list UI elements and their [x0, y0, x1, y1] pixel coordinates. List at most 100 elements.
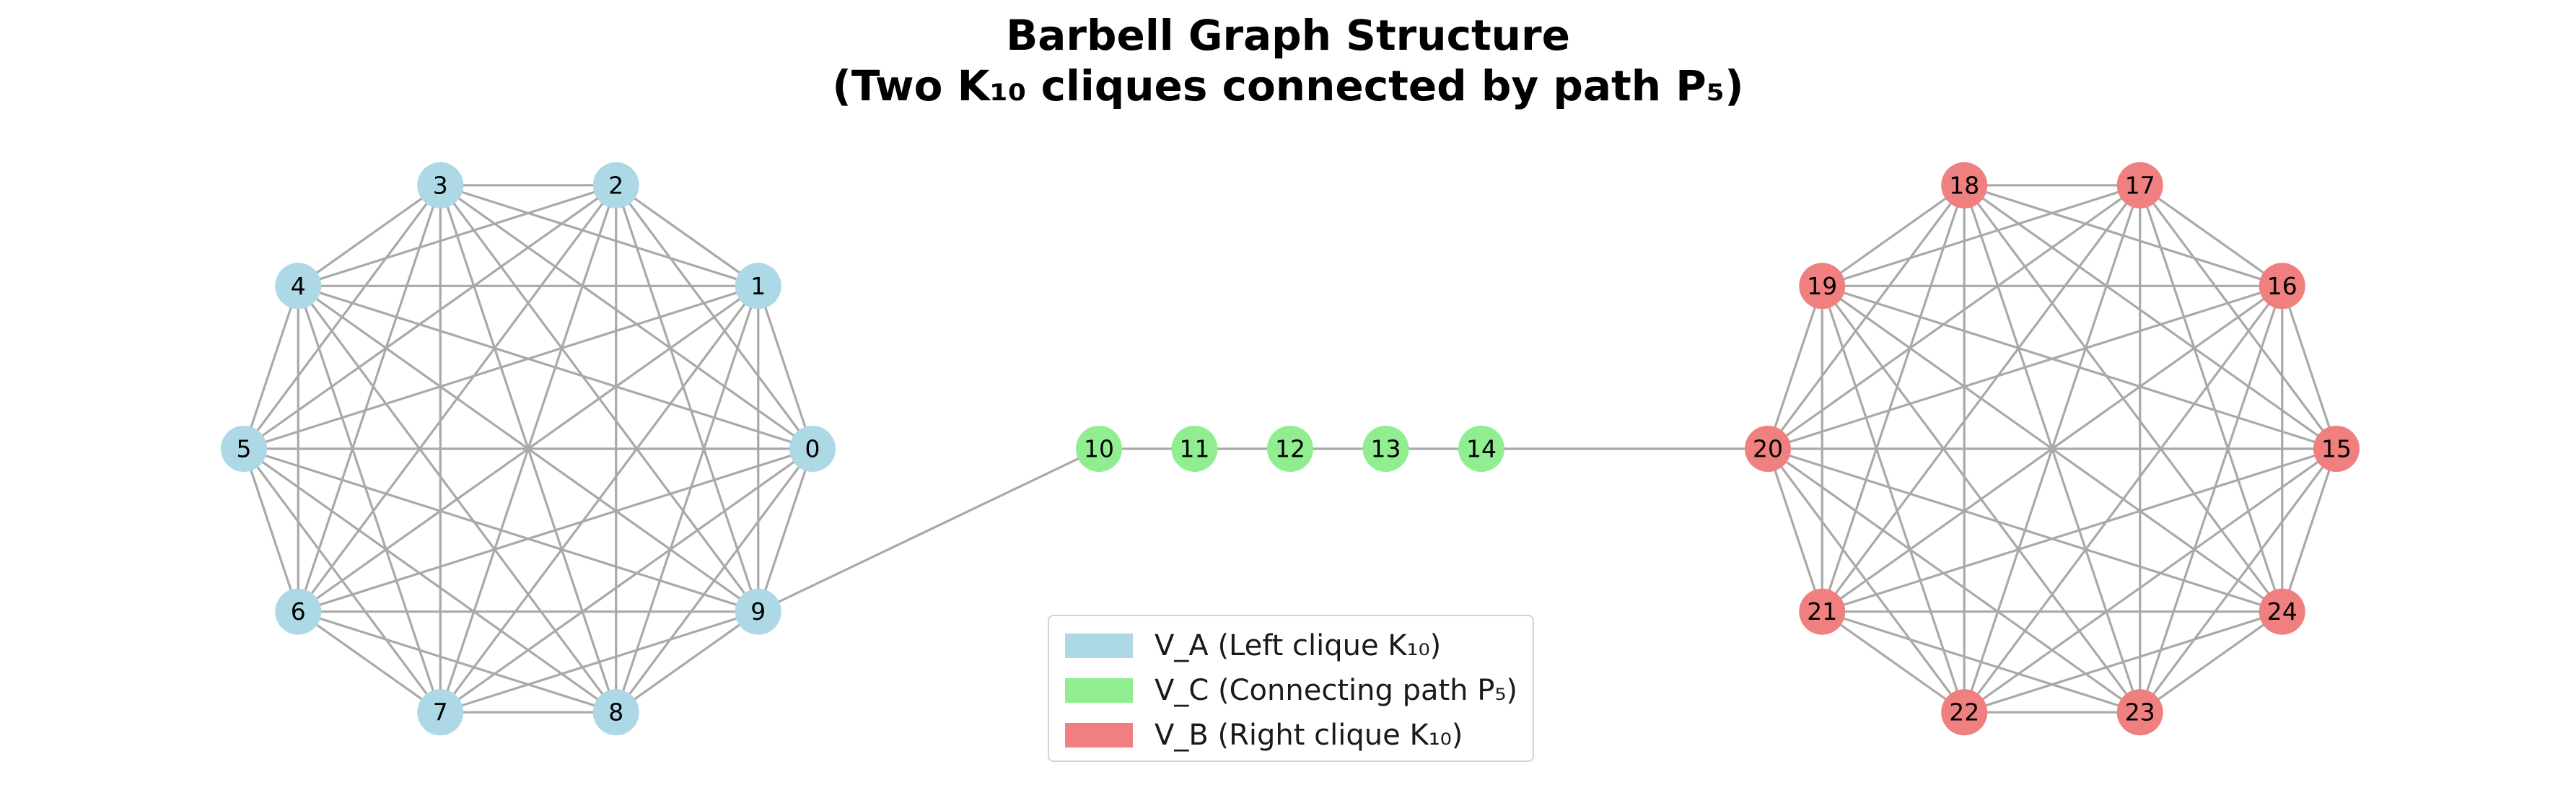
node-circle-24	[2259, 588, 2305, 635]
edge-18-21	[1821, 185, 1966, 613]
node-label-9: 9	[750, 597, 766, 626]
node-17: 17	[2116, 162, 2163, 209]
node-label-7: 7	[433, 698, 448, 727]
node-11: 11	[1171, 426, 1218, 472]
node-label-10: 10	[1084, 435, 1114, 463]
node-label-18: 18	[1949, 171, 1979, 199]
edge-5-6	[242, 448, 299, 613]
node-label-1: 1	[750, 272, 766, 300]
edge-4-5	[242, 285, 299, 450]
node-label-16: 16	[2267, 272, 2297, 300]
node-label-23: 23	[2125, 698, 2155, 727]
node-label-20: 20	[1753, 435, 1783, 463]
edge-1-8	[615, 285, 760, 713]
node-15: 15	[2313, 426, 2360, 472]
edge-0-3	[439, 184, 813, 450]
node-circle-19	[1799, 263, 1846, 310]
legend-swatch-va	[1065, 633, 1133, 658]
node-label-15: 15	[2321, 435, 2352, 463]
node-6: 6	[275, 588, 322, 635]
legend-swatch-vc	[1065, 678, 1133, 703]
edge-4-8	[297, 285, 618, 714]
node-circle-6	[275, 588, 322, 635]
edge-5-9	[243, 447, 759, 613]
edge-5-7	[242, 448, 442, 714]
legend-item-vb: V_B (Right clique K₁₀)	[1065, 713, 1517, 758]
node-label-4: 4	[291, 272, 306, 300]
edge-17-24	[2139, 185, 2284, 613]
node-label-11: 11	[1180, 435, 1210, 463]
node-circle-0	[789, 426, 836, 472]
title-line-2: (Two K₁₀ cliques connected by path P₅)	[832, 61, 1744, 110]
edge-5-8	[243, 447, 617, 714]
legend-label-vc: V_C (Connecting path P₅)	[1155, 674, 1517, 707]
node-circle-9	[735, 588, 781, 635]
edge-20-22	[1766, 448, 1966, 714]
node-circle-10	[1076, 426, 1122, 472]
node-16: 16	[2259, 263, 2305, 310]
node-circle-15	[2313, 426, 2360, 472]
edge-3-6	[297, 185, 442, 613]
legend-label-va: V_A (Left clique K₁₀)	[1155, 629, 1442, 662]
node-label-22: 22	[1949, 698, 1979, 727]
node-5: 5	[221, 426, 267, 472]
node-circle-16	[2259, 263, 2305, 310]
node-circle-23	[2116, 689, 2163, 736]
node-circle-4	[275, 263, 322, 310]
legend-item-vc: V_C (Connecting path P₅)	[1065, 668, 1517, 713]
legend: V_A (Left clique K₁₀) V_C (Connecting pa…	[1048, 615, 1534, 762]
node-label-21: 21	[1807, 597, 1837, 626]
node-label-0: 0	[805, 435, 820, 463]
node-8: 8	[592, 689, 639, 736]
node-23: 23	[2116, 689, 2163, 736]
node-label-17: 17	[2125, 171, 2155, 199]
edge-23-24	[2139, 610, 2283, 714]
node-circle-3	[417, 162, 464, 209]
node-circle-8	[592, 689, 639, 736]
edge-6-8	[297, 610, 617, 714]
edge-19-24	[1821, 284, 2283, 613]
edge-16-23	[2139, 285, 2284, 713]
node-circle-12	[1267, 426, 1313, 472]
node-12: 12	[1267, 426, 1313, 472]
node-label-3: 3	[433, 171, 448, 199]
edge-4-9	[297, 284, 759, 613]
edge-15-22	[1963, 447, 2337, 714]
edge-21-22	[1821, 610, 1966, 714]
node-22: 22	[1941, 689, 1988, 736]
node-24: 24	[2259, 588, 2305, 635]
node-circle-14	[1458, 426, 1504, 472]
node-circle-2	[592, 162, 639, 209]
edge-4-7	[297, 285, 442, 713]
diagram-title: Barbell Graph Structure (Two K₁₀ cliques…	[0, 10, 2576, 111]
node-circle-22	[1941, 689, 1988, 736]
edge-18-19	[1821, 184, 1966, 287]
edge-3-9	[439, 184, 760, 613]
node-label-2: 2	[608, 171, 623, 199]
node-circle-11	[1171, 426, 1218, 472]
edge-19-22	[1821, 285, 1966, 713]
edge-2-9	[615, 185, 760, 613]
edge-15-16	[2281, 285, 2338, 450]
node-label-5: 5	[237, 435, 252, 463]
legend-item-va: V_A (Left clique K₁₀)	[1065, 623, 1517, 668]
node-label-6: 6	[291, 597, 306, 626]
node-circle-20	[1745, 426, 1791, 472]
edge-17-20	[1767, 184, 2141, 450]
node-14: 14	[1458, 426, 1504, 472]
edge-3-4	[297, 184, 442, 287]
edge-16-17	[2139, 184, 2283, 287]
node-label-12: 12	[1275, 435, 1305, 463]
edge-22-24	[1963, 610, 2283, 714]
node-0: 0	[789, 426, 836, 472]
node-circle-18	[1941, 162, 1988, 209]
edge-0-1	[757, 285, 814, 450]
legend-swatch-vb	[1065, 723, 1133, 747]
node-label-19: 19	[1807, 272, 1837, 300]
edge-9-10	[758, 447, 1100, 613]
edge-8-9	[615, 610, 759, 714]
node-21: 21	[1799, 588, 1846, 635]
edge-21-23	[1821, 610, 2141, 714]
